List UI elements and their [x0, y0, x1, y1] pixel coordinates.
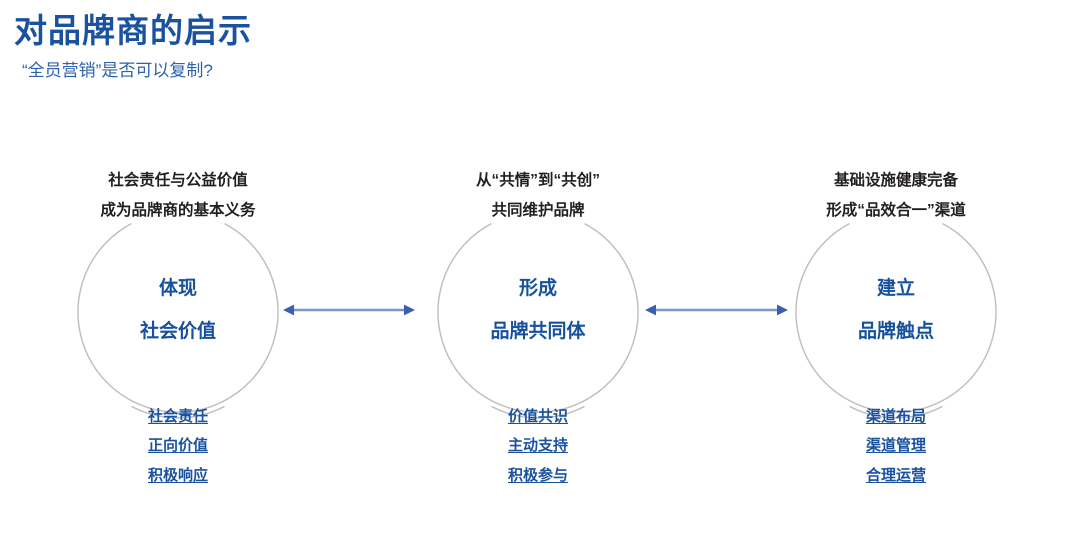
pillar-link[interactable]: 社会责任 — [147, 408, 208, 425]
pillar-circle-label-line: 形成 — [518, 278, 557, 299]
pillar-link[interactable]: 积极参与 — [507, 466, 568, 484]
pillar-column-3: 基础设施健康完备 形成“品效合一”渠道 建立 品牌触点 渠道布局 渠道管理 合理… — [736, 150, 1056, 510]
pillar-heading-line: 基础设施健康完备 — [833, 172, 958, 189]
pillar-circle-3 — [789, 208, 1003, 422]
pillar-circle-label-line: 建立 — [876, 278, 915, 299]
three-pillar-diagram: 社会责任与公益价值 成为品牌商的基本义务 体现 社会价值 社会责任 正向价值 积… — [0, 150, 1080, 510]
pillar-link[interactable]: 价值共识 — [507, 408, 568, 425]
page-title: 对品牌商的启示 — [14, 12, 252, 49]
pillar-link-list-1: 社会责任 正向价值 积极响应 — [18, 402, 338, 490]
pillar-heading-line: 共同维护品牌 — [491, 202, 585, 220]
pillar-link-list-3: 渠道布局 渠道管理 合理运营 — [736, 402, 1056, 490]
slide-header: 对品牌商的启示 “全员营销”是否可以复制? — [14, 10, 1014, 82]
pillar-heading-line: 从“共情”到“共创” — [475, 172, 600, 189]
pillar-link[interactable]: 正向价值 — [147, 437, 208, 455]
arrow-col1-col2 — [283, 298, 415, 322]
pillar-column-1: 社会责任与公益价值 成为品牌商的基本义务 体现 社会价值 社会责任 正向价值 积… — [18, 150, 338, 510]
pillar-heading-1: 社会责任与公益价值 成为品牌商的基本义务 — [18, 166, 338, 226]
pillar-link[interactable]: 渠道管理 — [865, 437, 926, 455]
page-subtitle: “全员营销”是否可以复制? — [22, 61, 213, 81]
pillar-heading-line: 形成“品效合一”渠道 — [826, 202, 966, 220]
pillar-circle-2 — [431, 208, 645, 422]
pillar-link[interactable]: 主动支持 — [507, 437, 568, 455]
pillar-circle-label-line: 品牌触点 — [857, 320, 934, 342]
pillar-link[interactable]: 积极响应 — [147, 466, 208, 484]
arrow-col2-col3 — [645, 298, 788, 322]
pillar-heading-2: 从“共情”到“共创” 共同维护品牌 — [378, 166, 698, 226]
pillar-circle-label-line: 社会价值 — [139, 320, 216, 342]
pillar-heading-line: 成为品牌商的基本义务 — [100, 202, 256, 220]
pillar-heading-line: 社会责任与公益价值 — [108, 172, 248, 189]
pillar-circle-label-1: 体现 社会价值 — [18, 268, 338, 354]
pillar-link[interactable]: 合理运营 — [865, 466, 926, 484]
pillar-link[interactable]: 渠道布局 — [865, 408, 926, 425]
pillar-circle-label-line: 体现 — [158, 278, 197, 299]
pillar-column-2: 从“共情”到“共创” 共同维护品牌 形成 品牌共同体 价值共识 主动支持 积极参… — [378, 150, 698, 510]
pillar-heading-3: 基础设施健康完备 形成“品效合一”渠道 — [736, 166, 1056, 226]
pillar-circle-label-line: 品牌共同体 — [490, 320, 586, 342]
pillar-circle-label-2: 形成 品牌共同体 — [378, 268, 698, 354]
pillar-circle-1 — [71, 208, 285, 422]
pillar-circle-label-3: 建立 品牌触点 — [736, 268, 1056, 354]
pillar-link-list-2: 价值共识 主动支持 积极参与 — [378, 402, 698, 490]
